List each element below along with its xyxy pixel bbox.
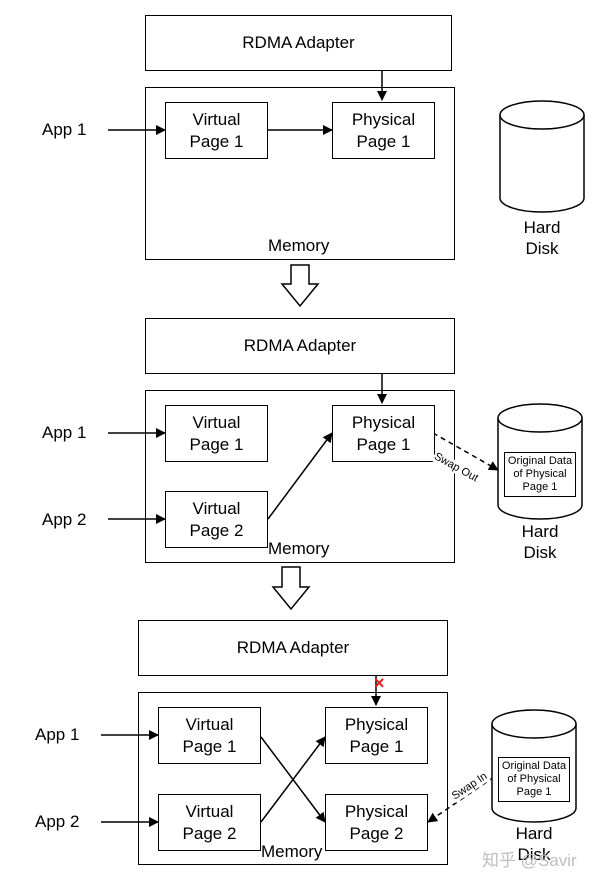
rdma-adapter: RDMA Adapter [145,15,452,71]
arrow-virtual2-to-physical1 [260,736,326,823]
hard-disk-label: Hard Disk [521,522,559,562]
memory-label: Memory [268,236,330,255]
rdma-adapter-label: RDMA Adapter [236,638,350,657]
virtual-page-1: Virtual Page 1 [165,102,268,159]
app1-label: App 1 [35,725,80,744]
memory-label: Memory [261,842,323,861]
app1-label: App 1 [42,423,87,442]
virtual-page-2-label: Virtual Page 2 [182,801,237,843]
transition-arrow-icon [280,264,320,308]
memory-region [138,692,448,865]
memory-label: Memory [268,539,330,558]
transition-arrow-icon [271,566,311,611]
rdma-adapter: RDMA Adapter [145,318,455,374]
virtual-page-2-label: Virtual Page 2 [189,498,244,540]
virtual-page-1: Virtual Page 1 [165,405,268,462]
virtual-page-2: Virtual Page 2 [165,491,268,548]
memory-region [145,390,455,563]
original-data-box: Original Data of Physical Page 1 [504,452,576,497]
app2-label: App 2 [42,510,87,529]
physical-page-1: Physical Page 1 [332,405,435,462]
physical-page-1-label: Physical Page 1 [351,412,416,454]
physical-page-2: Physical Page 2 [325,794,428,851]
app2-label: App 2 [35,812,80,831]
physical-page-1: Physical Page 1 [325,707,428,764]
physical-page-1-label: Physical Page 1 [344,714,409,756]
broken-link-mark: × [374,673,385,693]
memory-region [145,87,455,260]
rdma-adapter-label: RDMA Adapter [243,336,357,355]
original-data-box: Original Data of Physical Page 1 [498,757,570,802]
virtual-page-2: Virtual Page 2 [158,794,261,851]
physical-page-1-label: Physical Page 1 [351,109,416,151]
watermark: 知乎 @Savir [482,851,577,870]
physical-page-1: Physical Page 1 [332,102,435,159]
hard-disk-label: Hard Disk [523,218,561,258]
app1-label: App 1 [42,120,87,139]
virtual-page-1-label: Virtual Page 1 [189,109,244,151]
rdma-adapter: RDMA Adapter [138,620,448,676]
hard-disk-icon [499,100,585,213]
swap-out-arrow [432,432,499,471]
hard-disk-label: Hard Disk [515,824,553,864]
rdma-adapter-label: RDMA Adapter [242,33,355,52]
virtual-page-1-label: Virtual Page 1 [182,714,237,756]
physical-page-2-label: Physical Page 2 [344,801,409,843]
arrow-virtual2-to-physical1 [267,432,333,520]
virtual-page-1-label: Virtual Page 1 [189,412,244,454]
virtual-page-1: Virtual Page 1 [158,707,261,764]
